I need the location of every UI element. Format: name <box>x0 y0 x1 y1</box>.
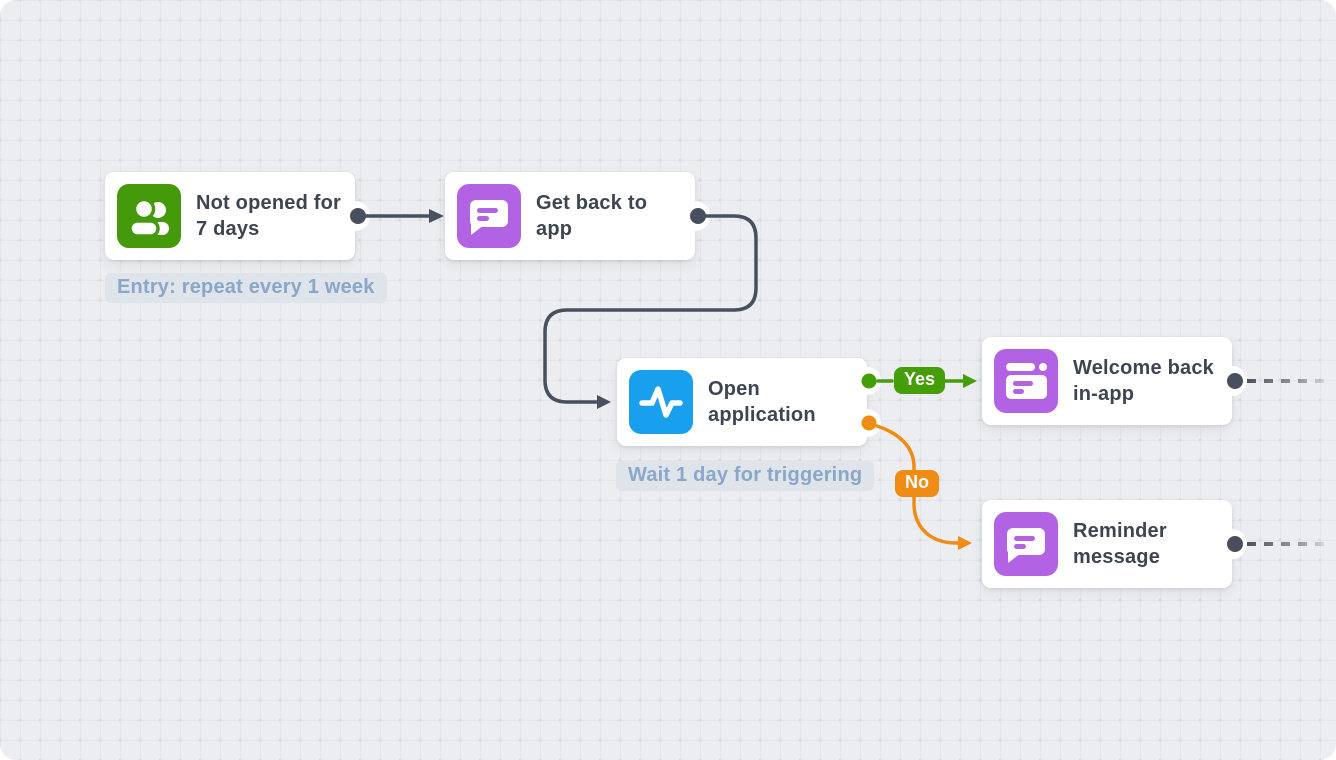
node-title: Open application <box>708 378 816 426</box>
yes-branch-badge[interactable]: Yes <box>894 367 946 394</box>
node-title: Reminder message <box>1073 520 1167 568</box>
node-not-opened-trigger[interactable]: Not opened for 7 days <box>105 172 355 260</box>
node-welcome-back-in-app[interactable]: Welcome back in-app <box>982 337 1232 425</box>
users-icon <box>117 184 181 248</box>
node-get-back-to-app[interactable]: Get back to app <box>445 172 695 260</box>
no-branch-badge[interactable]: No <box>895 470 939 497</box>
node-title: Welcome back in-app <box>1073 357 1214 405</box>
chat-message-icon <box>457 184 521 248</box>
in-app-message-icon <box>994 349 1058 413</box>
node-title: Not opened for 7 days <box>196 192 342 240</box>
connector-dashed-continuations <box>1247 379 1330 546</box>
entry-schedule-label: Entry: repeat every 1 week <box>105 273 387 303</box>
chat-message-icon <box>994 512 1058 576</box>
node-title: Get back to app <box>536 192 648 240</box>
wait-duration-label: Wait 1 day for triggering <box>616 461 875 491</box>
node-open-application[interactable]: Open application <box>617 358 867 446</box>
pulse-icon <box>629 370 693 434</box>
node-reminder-message[interactable]: Reminder message <box>982 500 1232 588</box>
connector-trigger-to-getback <box>364 209 444 223</box>
